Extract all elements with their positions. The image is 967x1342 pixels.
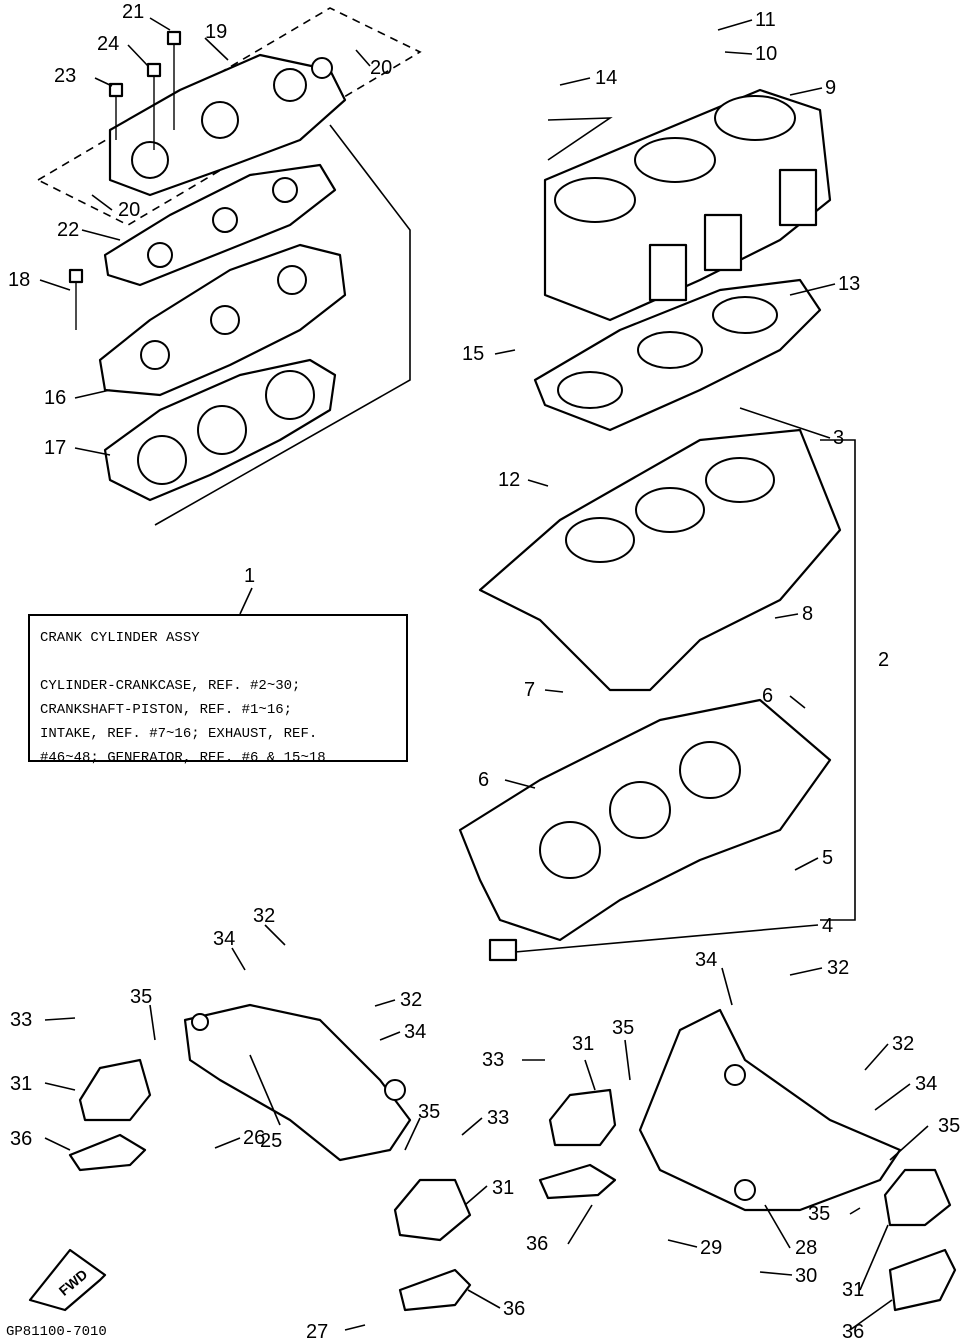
callout-4: 4	[822, 915, 833, 937]
callout-31: 31	[10, 1073, 32, 1095]
callout-7: 7	[524, 679, 535, 701]
assembly-note-box: CRANK CYLINDER ASSY CYLINDER-CRANKCASE, …	[28, 614, 408, 766]
cylinder-block	[533, 88, 832, 432]
assembly-note-line	[40, 650, 398, 674]
callout-8: 8	[802, 603, 813, 625]
callout-29: 29	[700, 1237, 722, 1259]
head-cover-group	[37, 7, 422, 526]
assembly-note-line: #46~48; GENERATOR, REF. #6 & 15~18	[40, 750, 326, 766]
callout-28: 28	[795, 1237, 817, 1259]
callout-26: 26	[243, 1127, 265, 1149]
callout-35: 35	[418, 1101, 440, 1123]
callout-31: 31	[492, 1177, 514, 1199]
callout-21: 21	[122, 1, 144, 23]
callout-5: 5	[822, 847, 833, 869]
assembly-note-line: INTAKE, REF. #7~16; EXHAUST, REF.	[40, 726, 318, 742]
callout-32: 32	[827, 957, 849, 979]
callout-22: 22	[57, 219, 79, 241]
rubber-mounts	[78, 1058, 952, 1242]
callout-31: 31	[842, 1279, 864, 1301]
callout-17: 17	[44, 437, 66, 459]
assembly-note-line: CYLINDER-CRANKCASE, REF. #2~30;	[40, 678, 301, 694]
fwd-arrow	[28, 1248, 107, 1312]
crankcase-upper	[478, 428, 842, 692]
callout-18: 18	[8, 269, 30, 291]
callout-33: 33	[487, 1107, 509, 1129]
callout-20: 20	[118, 199, 140, 221]
callout-16: 16	[44, 387, 66, 409]
callout-32: 32	[253, 905, 275, 927]
callout-11: 11	[755, 9, 776, 31]
callout-30: 30	[795, 1265, 817, 1287]
callout-1: 1	[244, 565, 255, 587]
callout-12: 12	[498, 469, 520, 491]
callout-36: 36	[503, 1298, 525, 1320]
callout-6: 6	[762, 685, 773, 707]
callout-25: 25	[260, 1130, 282, 1152]
callout-35: 35	[808, 1203, 830, 1225]
callout-3: 3	[833, 427, 844, 449]
callout-35: 35	[938, 1115, 960, 1137]
callout-36: 36	[842, 1321, 864, 1342]
callout-31: 31	[572, 1033, 594, 1055]
callout-34: 34	[695, 949, 717, 971]
assembly-note-line: CRANKSHAFT-PISTON, REF. #1~16;	[40, 702, 293, 718]
callout-33: 33	[10, 1009, 32, 1031]
callout-2: 2	[878, 649, 889, 671]
callout-27: 27	[306, 1321, 328, 1342]
callout-10: 10	[755, 43, 777, 65]
callout-34: 34	[404, 1021, 426, 1043]
callout-6: 6	[478, 769, 489, 791]
callout-35: 35	[612, 1017, 634, 1039]
mount-plates	[68, 1133, 957, 1312]
callout-32: 32	[892, 1033, 914, 1055]
callout-numbers: 21 19 24 23 20 20 22 18 16 17 11 10 14 9…	[8, 1, 960, 1342]
callout-15: 15	[462, 343, 484, 365]
callout-23: 23	[54, 65, 76, 87]
mount-bracket-right	[638, 1008, 902, 1212]
callout-20: 20	[370, 57, 392, 79]
crankcase-lower	[458, 698, 832, 962]
callout-19: 19	[205, 21, 227, 43]
callout-36: 36	[10, 1128, 32, 1150]
callout-32: 32	[400, 989, 422, 1011]
callout-34: 34	[915, 1073, 937, 1095]
callout-34: 34	[213, 928, 235, 950]
drawing-code: GP81100-7010	[6, 1324, 107, 1340]
callout-14: 14	[595, 67, 617, 89]
callout-35: 35	[130, 986, 152, 1008]
callout-13: 13	[838, 273, 860, 295]
assembly-note-line: CRANK CYLINDER ASSY	[40, 630, 200, 646]
callout-9: 9	[825, 77, 836, 99]
mount-bracket-left	[183, 1003, 412, 1162]
callout-leaders	[39, 17, 929, 1331]
callout-24: 24	[97, 33, 119, 55]
callout-33: 33	[482, 1049, 504, 1071]
callout-36: 36	[526, 1233, 548, 1255]
